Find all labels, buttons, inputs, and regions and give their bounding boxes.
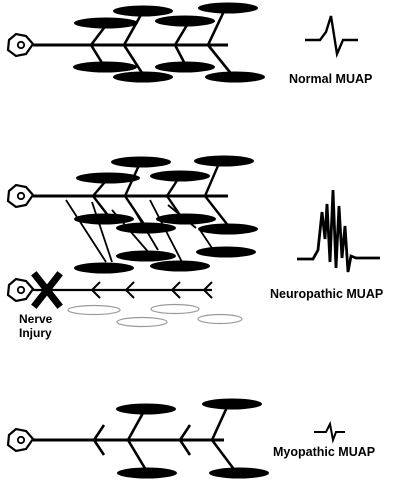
reinnervated-muscle-fibers xyxy=(74,155,258,274)
normal-motor-unit: Normal MUAP xyxy=(6,2,372,86)
denervated-muscle-fibers xyxy=(67,303,243,328)
neuropathic-muap-waveform xyxy=(297,189,380,273)
denervated-axon-branches xyxy=(90,281,213,299)
x-mark-icon xyxy=(31,271,63,309)
myopathic-axon-branches xyxy=(92,404,238,473)
myopathic-muap-label: Myopathic MUAP xyxy=(273,445,375,459)
nerve-injury-label-line1: Nerve xyxy=(19,312,53,326)
neuron-icon xyxy=(6,183,35,209)
myopathic-motor-unit: Myopathic MUAP xyxy=(6,398,375,479)
neuropathic-motor-unit: Nerve Injury Neuropathic MUAP xyxy=(6,155,383,340)
nerve-injury-label-line2: Injury xyxy=(19,326,52,340)
normal-muap-waveform xyxy=(305,15,358,59)
neuron-icon xyxy=(6,427,35,453)
neuropathic-muap-label: Neuropathic MUAP xyxy=(270,287,383,301)
myopathic-muscle-fibers xyxy=(116,398,269,479)
normal-muap-label: Normal MUAP xyxy=(289,72,372,86)
neuron-icon xyxy=(6,32,35,58)
myopathic-muap-waveform xyxy=(314,420,345,444)
neuron-icon xyxy=(6,277,35,303)
normal-muscle-fibers xyxy=(73,2,265,83)
